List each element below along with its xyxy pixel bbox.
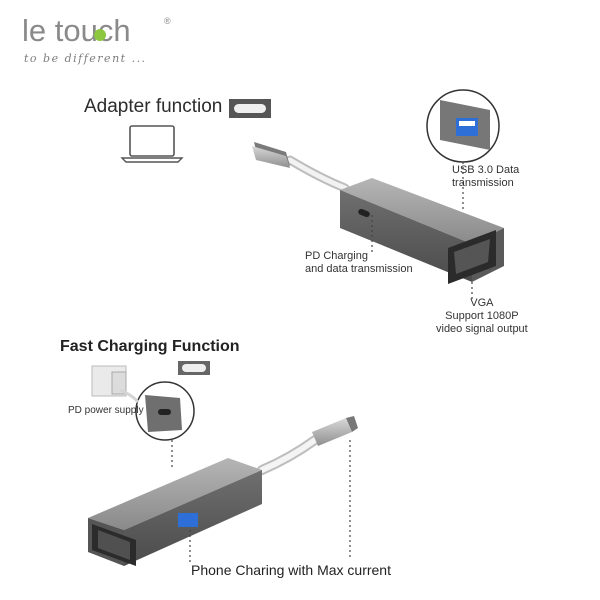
pd-port-zoom — [135, 381, 195, 441]
bottom-hub — [88, 458, 262, 566]
brand-logo: le touch ® to be different ... — [22, 14, 192, 70]
top-hub-cable — [252, 142, 350, 193]
usb-c-port-icon-small — [178, 361, 210, 375]
usb-callout-line1: USB 3.0 Data — [452, 164, 520, 176]
vga-callout-line1: VGA — [470, 297, 494, 309]
usb-c-port-icon — [229, 99, 271, 118]
registered-mark: ® — [164, 16, 171, 26]
phone-charging-label: Phone Charing with Max current — [191, 562, 391, 578]
adapter-function-title: Adapter function — [84, 96, 223, 117]
callout-lines — [171, 162, 473, 562]
usb-port-zoom — [426, 89, 500, 163]
vga-callout-line2: Support 1080P — [445, 310, 519, 322]
pd-callout: PD Charging and data transmission — [305, 250, 413, 276]
usb-callout: USB 3.0 Data transmission — [452, 164, 519, 190]
vga-callout-line3: video signal output — [436, 323, 528, 335]
logo-text: le touch — [22, 13, 131, 48]
logo-green-dot — [94, 29, 106, 41]
usb-callout-line2: transmission — [452, 177, 514, 189]
logo-tagline: to be different ... — [24, 52, 147, 65]
vga-callout: VGA Support 1080P video signal output — [436, 297, 528, 336]
laptop-icon — [120, 125, 184, 163]
top-hub — [340, 178, 504, 284]
bottom-hub-cable — [257, 416, 358, 475]
charger-icon — [91, 365, 140, 404]
pd-callout-line1: PD Charging — [305, 250, 368, 262]
pd-power-supply-label: PD power supply — [68, 405, 144, 416]
fast-charging-title: Fast Charging Function — [60, 338, 240, 355]
pd-callout-line2: and data transmission — [305, 263, 413, 275]
